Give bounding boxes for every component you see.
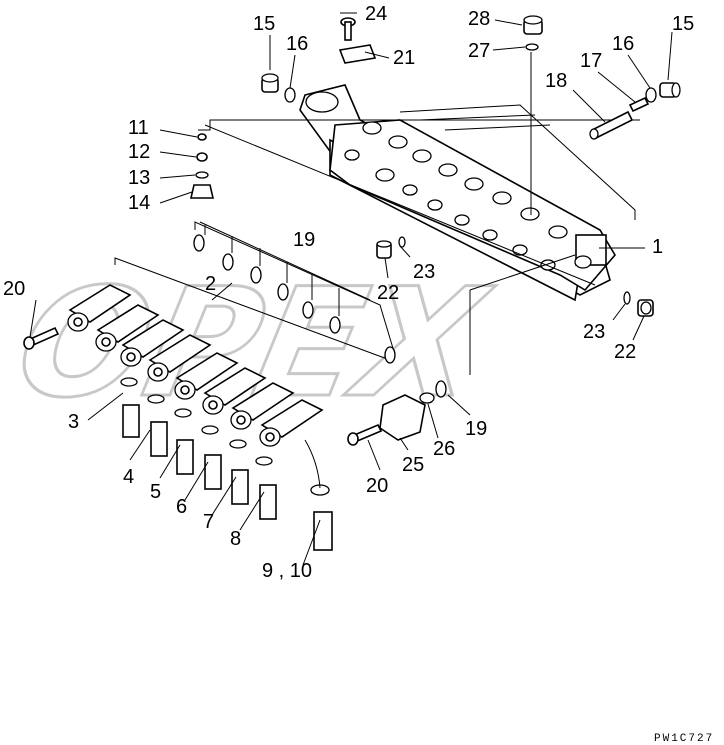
valve-body [299, 84, 636, 302]
callout-labels: 15 16 24 21 28 27 15 16 17 18 11 12 13 1… [3, 3, 694, 582]
drawing-code: PW1C727 [654, 733, 714, 745]
o-ring-19-row [193, 225, 396, 364]
fitting-stack-11-14 [189, 133, 215, 199]
callout-1: 1 [652, 236, 663, 258]
callout-4: 4 [123, 466, 134, 488]
callout-19-lower: 19 [465, 418, 487, 440]
callout-6: 6 [176, 496, 187, 518]
o-ring-19-lower [435, 380, 447, 398]
bolt-20-lower [347, 423, 383, 446]
callout-9-10: 9 , 10 [262, 560, 312, 582]
o-ring-27 [525, 43, 539, 51]
plate-21 [338, 44, 377, 64]
callout-20-left: 20 [3, 278, 25, 300]
plug-22-center [376, 240, 392, 259]
callout-13: 13 [128, 167, 150, 189]
o-ring-16-left [284, 87, 296, 103]
connector-row [120, 377, 333, 551]
plug-15-right [659, 82, 681, 98]
o-ring-23-right [623, 291, 631, 305]
callout-23-center: 23 [413, 261, 435, 283]
callout-11: 11 [128, 117, 149, 139]
callout-12: 12 [128, 141, 150, 163]
callout-15-right: 15 [672, 13, 694, 35]
callout-14: 14 [128, 192, 150, 214]
callout-8: 8 [230, 528, 241, 550]
callout-21: 21 [393, 47, 415, 69]
callout-22-center: 22 [377, 282, 399, 304]
plug-26 [419, 392, 435, 404]
callout-7: 7 [203, 511, 214, 533]
plug-15-left [261, 73, 279, 93]
bolt-24 [340, 17, 356, 41]
callout-16-right: 16 [612, 33, 634, 55]
spring-17 [628, 96, 650, 113]
callout-3: 3 [68, 411, 79, 433]
callout-24: 24 [365, 3, 387, 25]
callout-23-right: 23 [583, 321, 605, 343]
callout-16-left: 16 [286, 33, 308, 55]
bolt-20-left [23, 326, 60, 350]
callout-5: 5 [150, 481, 161, 503]
callout-22-right: 22 [614, 341, 636, 363]
callout-26: 26 [433, 438, 455, 460]
callout-2: 2 [205, 273, 216, 295]
plug-28 [523, 15, 543, 35]
callout-27: 27 [468, 40, 490, 62]
cover-25 [379, 394, 426, 441]
callout-18: 18 [545, 70, 567, 92]
o-ring-16-right [645, 87, 657, 103]
solenoid-row [67, 284, 324, 447]
callout-25: 25 [402, 454, 424, 476]
callout-15-left: 15 [253, 13, 275, 35]
pin-18 [589, 110, 634, 140]
o-ring-23-center [398, 236, 406, 248]
plug-22-right [637, 299, 654, 317]
callout-17: 17 [580, 50, 602, 72]
callout-20-lower: 20 [366, 475, 388, 497]
callout-28: 28 [468, 8, 490, 30]
callout-19-upper: 19 [293, 229, 315, 251]
